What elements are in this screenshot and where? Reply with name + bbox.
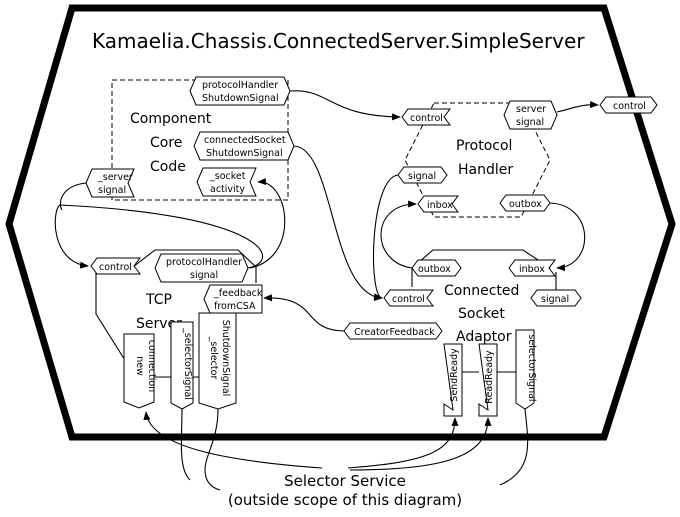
link-selector-csa-signal — [499, 408, 529, 486]
protocol-inbox — [417, 195, 459, 213]
protocol-server-signal-outbox — [503, 100, 558, 130]
csa-signal-outbox — [530, 289, 582, 307]
tcp-phs-line1: protocolHandler — [166, 257, 242, 268]
socket-activity-line1: _socket — [209, 171, 246, 182]
tcp-control-label: control — [99, 262, 132, 273]
tcp-new-connection-outbox — [123, 333, 155, 409]
link-protocol-outbox-to-csa-inbox — [549, 202, 586, 272]
link-selector-new-connection — [143, 411, 323, 469]
link-protocol-shutdown-to-control — [289, 90, 401, 121]
core-label-2: Core — [150, 135, 182, 151]
tcp-server-outline — [95, 267, 129, 366]
tcp-new-connection-line2: connection — [146, 340, 157, 392]
tcp-selector-shutdown-outbox — [198, 312, 237, 410]
tcp-selector-shutdown-line1: _selector — [208, 336, 219, 380]
protocol-outbox-label: outbox — [509, 199, 542, 210]
csa-selector-signal-label: selectorSignal — [526, 334, 537, 401]
link-server-signal-to-outer-control — [556, 101, 599, 113]
outer-control-label: control — [613, 101, 646, 112]
csa-send-ready-inbox — [443, 343, 463, 417]
connected-shutdown-line2: ShutdownSignal — [206, 148, 283, 159]
link-protocol-handler-signal-loop — [249, 178, 286, 269]
link-protocol-signal-to-csa-control — [372, 174, 399, 301]
csa-creator-feedback-label: CreatorFeedback — [354, 327, 435, 338]
protocol-control-inbox — [401, 108, 451, 126]
socket-activity-inbox — [196, 167, 257, 197]
core-label-1: Component — [130, 111, 212, 127]
tcp-selector-shutdown-line2: ShutdownSignal — [220, 320, 231, 397]
csa-outbox-label: outbox — [418, 264, 451, 275]
csa-inbox-label: inbox — [519, 264, 545, 275]
connected-shutdown-line1: connectedSocket — [204, 135, 286, 146]
link-selector-shutdown — [204, 408, 221, 491]
csa-send-ready-label: SendReady — [449, 348, 460, 402]
tcp-control-inbox — [90, 257, 141, 275]
csa-control-label: control — [392, 294, 425, 305]
protocol-label-2: Handler — [458, 162, 513, 178]
link-protocol-handler-signal-to-server-signal — [54, 204, 263, 269]
core-label-3: Code — [150, 159, 186, 175]
link-selector-read-ready — [349, 417, 492, 471]
tcp-selector-signal-outbox — [170, 321, 194, 410]
csa-read-ready-label: ReadReady — [484, 350, 495, 404]
tcp-phs-line2: signal — [190, 270, 218, 281]
protocol-server-signal-line2: signal — [516, 117, 544, 128]
selector-service-line1: Selector Service — [284, 472, 406, 490]
csa-label-1: Connected — [444, 283, 519, 299]
csa-outline-top — [411, 249, 551, 269]
tcp-server-top — [132, 249, 257, 268]
selector-service-line2: (outside scope of this diagram) — [228, 491, 462, 509]
link-csa-outbox-to-protocol-inbox — [380, 200, 417, 269]
protocol-server-signal-line1: server — [516, 104, 546, 115]
server-signal-line1: _server — [97, 172, 133, 183]
link-selector-signal — [180, 408, 191, 481]
tcp-feedback-line2: fromCSA — [214, 301, 256, 312]
link-selector-send-ready — [347, 417, 459, 469]
server-signal-line2: signal — [98, 185, 126, 196]
tcp-selector-signal-label: _selectorSignal — [182, 327, 193, 400]
protocol-signal-label: signal — [408, 171, 436, 182]
csa-read-ready-inbox — [478, 343, 498, 417]
protocol-shutdown-line2: ShutdownSignal — [202, 93, 279, 104]
connected-shutdown-outbox — [193, 131, 295, 161]
csa-label-2: Socket — [458, 306, 505, 322]
csa-selector-signal-outbox — [515, 329, 535, 410]
protocol-control-label: control — [410, 113, 443, 124]
socket-activity-line2: activity — [210, 184, 245, 195]
csa-inbox — [508, 259, 556, 277]
outer-control-outbox — [599, 96, 658, 114]
protocol-outbox — [499, 194, 551, 212]
csa-signal-label: signal — [541, 294, 569, 305]
protocol-shutdown-line1: protocolHandler — [202, 80, 278, 91]
tcp-protocol-handler-signal-outbox — [154, 253, 249, 283]
tcp-feedback-line1: _feedback — [213, 288, 263, 299]
outer-component-border — [5, 4, 676, 441]
protocol-label-1: Protocol — [456, 138, 512, 154]
csa-control-inbox — [383, 289, 434, 307]
protocol-inbox-label: inbox — [427, 200, 453, 211]
link-server-signal-left — [59, 182, 87, 211]
link-connected-shutdown-to-csa-control — [293, 145, 383, 302]
tcp-label-1: TCP — [145, 292, 172, 308]
link-creator-feedback-to-feedback — [263, 294, 345, 332]
tcp-new-connection-line1: new — [134, 356, 145, 376]
csa-label-3: Adaptor — [456, 329, 512, 345]
diagram-title: Kamaelia.Chassis.ConnectedServer.SimpleS… — [92, 29, 585, 53]
protocol-shutdown-outbox — [189, 76, 291, 106]
